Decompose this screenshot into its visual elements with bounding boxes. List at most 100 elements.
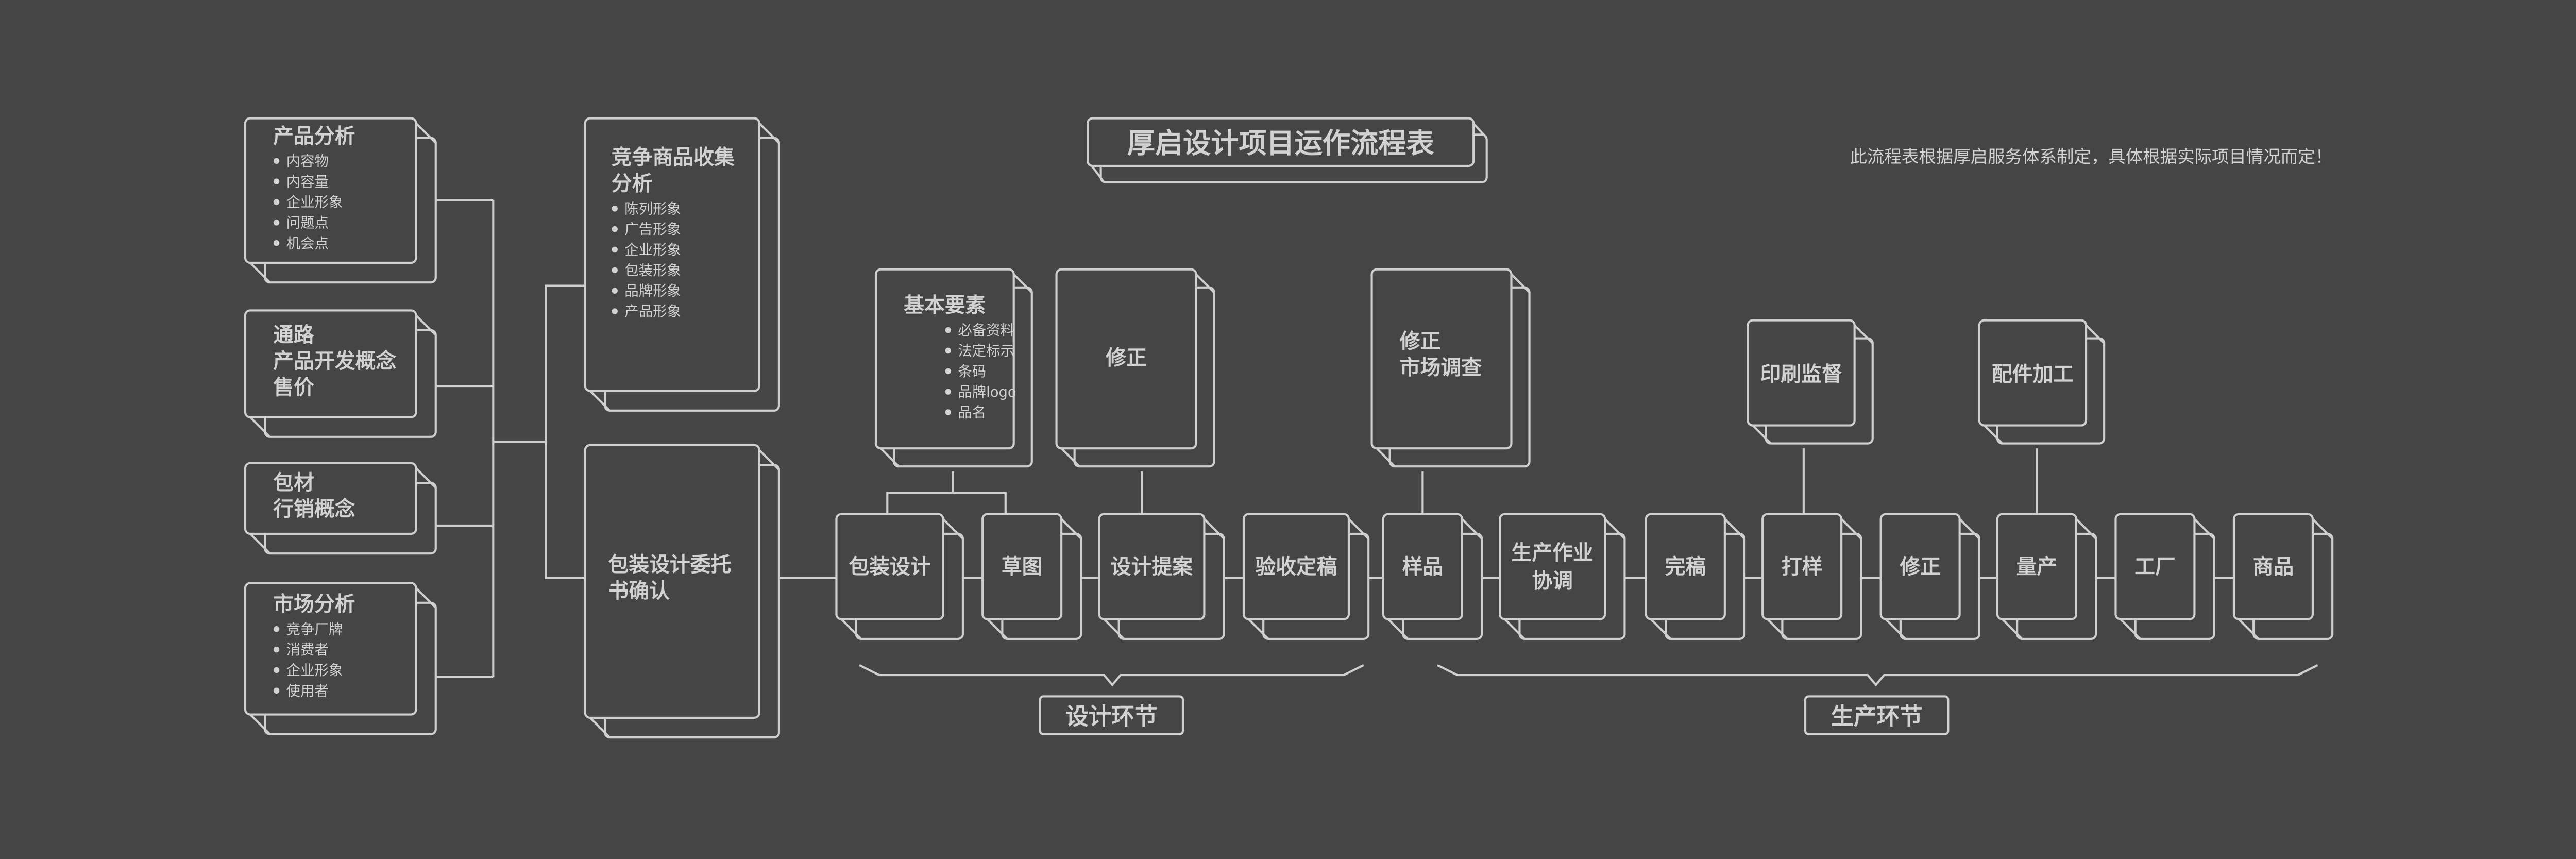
bullet-dot-icon bbox=[612, 246, 618, 253]
bullet-item: 产品形象 bbox=[624, 304, 681, 320]
box-title: 验收定稿 bbox=[1255, 555, 1337, 579]
box-front-sheet bbox=[244, 309, 417, 418]
bullet-dot-icon bbox=[945, 368, 951, 375]
chain-step-box: 修正 bbox=[1879, 513, 1980, 640]
box-front-sheet bbox=[1499, 513, 1606, 620]
bullet-item: 竞争厂牌 bbox=[286, 621, 343, 637]
box-front-sheet bbox=[244, 117, 417, 264]
bullet-dot-icon bbox=[945, 347, 951, 354]
section-label-box bbox=[1039, 695, 1184, 735]
title-text: 厚启设计项目运作流程表 bbox=[1127, 127, 1434, 159]
box-front-sheet bbox=[1382, 513, 1463, 620]
box-title: 商品 bbox=[2253, 555, 2294, 579]
box-title: 设计提案 bbox=[1111, 555, 1193, 579]
bullet-dot-icon bbox=[612, 288, 618, 294]
box-title: 基本要素 bbox=[904, 294, 986, 317]
box-title: 通路 bbox=[273, 323, 314, 347]
section-label: 设计环节 bbox=[1065, 703, 1157, 730]
chain-step-box: 完稿 bbox=[1645, 513, 1746, 640]
box-title: 产品分析 bbox=[273, 124, 355, 148]
box-title: 包材 bbox=[273, 471, 314, 495]
box-title: 分析 bbox=[612, 172, 653, 196]
bullet-item: 内容物 bbox=[286, 154, 329, 170]
box-front-sheet bbox=[1996, 513, 2078, 620]
title-front-sheet bbox=[1087, 117, 1475, 167]
note-text: 此流程表根据厚启服务体系制定，具体根据实际项目情况而定！ bbox=[1850, 147, 2332, 167]
section-label: 生产环节 bbox=[1831, 703, 1922, 730]
bullet-item: 品名 bbox=[958, 405, 986, 421]
box-title: 修正 bbox=[1106, 346, 1147, 370]
bullet-item: 企业形象 bbox=[286, 663, 343, 679]
box-title: 量产 bbox=[2016, 555, 2058, 579]
bullet-dot-icon bbox=[273, 667, 280, 673]
bullet-item: 使用者 bbox=[286, 683, 329, 699]
box-title: 产品开发概念 bbox=[273, 349, 396, 373]
bullet-dot-icon bbox=[273, 178, 280, 184]
bullet-dot-icon bbox=[945, 409, 951, 415]
bullet-dot-icon bbox=[273, 158, 280, 164]
chain-step-box: 工厂 bbox=[2114, 513, 2215, 640]
box-front-sheet bbox=[1978, 319, 2088, 427]
box-front-sheet bbox=[1098, 513, 1206, 620]
bullet-dot-icon bbox=[273, 626, 280, 632]
bullet-item: 问题点 bbox=[286, 215, 329, 231]
bullet-item: 机会点 bbox=[286, 235, 329, 251]
bullet-dot-icon bbox=[612, 226, 618, 232]
box-title: 印刷监督 bbox=[1760, 362, 1842, 386]
flow-boxes: 厚启设计项目运作流程表此流程表根据厚启服务体系制定，具体根据实际项目情况而定！ 产… bbox=[244, 117, 2334, 739]
bullet-dot-icon bbox=[273, 220, 280, 226]
box-front-sheet bbox=[1747, 319, 1856, 427]
section-label-box bbox=[1804, 695, 1950, 735]
bullet-item: 品牌logo bbox=[958, 384, 1016, 400]
box-title: 完稿 bbox=[1665, 555, 1706, 579]
bullet-item: 消费者 bbox=[286, 642, 329, 658]
chain-step-box: 量产 bbox=[1996, 513, 2097, 640]
bullet-item: 内容量 bbox=[286, 174, 329, 190]
section-brace: 生产环节 bbox=[1437, 664, 2318, 735]
bullet-item: 企业形象 bbox=[286, 195, 343, 211]
box-front-sheet bbox=[1242, 513, 1350, 620]
bullet-item: 企业形象 bbox=[624, 242, 681, 258]
box-title: 生产作业 bbox=[1512, 541, 1594, 565]
box-title: 售价 bbox=[273, 376, 314, 399]
bullet-item: 陈列形象 bbox=[624, 201, 681, 217]
chain-step-box: 打样 bbox=[1761, 513, 1862, 640]
bullet-dot-icon bbox=[273, 687, 280, 694]
bullet-dot-icon bbox=[945, 389, 951, 395]
box-revise-design: 修正 bbox=[1055, 268, 1215, 468]
box-front-sheet bbox=[244, 582, 417, 716]
bullet-dot-icon bbox=[273, 646, 280, 653]
bullet-dot-icon bbox=[945, 327, 951, 333]
connector-lines bbox=[435, 199, 2234, 678]
chain-step-box: 样品 bbox=[1382, 513, 1483, 640]
bullet-item: 广告形象 bbox=[624, 222, 681, 238]
box-title: 修正 bbox=[1900, 555, 1941, 579]
box-front-sheet bbox=[835, 513, 944, 620]
chain-step-box: 草图 bbox=[981, 513, 1082, 640]
bullet-item: 包装形象 bbox=[624, 263, 681, 279]
bullet-dot-icon bbox=[273, 240, 280, 246]
box-front-sheet bbox=[1055, 268, 1197, 450]
connector-line bbox=[545, 284, 585, 580]
box-front-sheet bbox=[1645, 513, 1726, 620]
chain-step-box: 设计提案 bbox=[1098, 513, 1225, 640]
brace-line bbox=[859, 664, 1364, 687]
box-front-sheet bbox=[981, 513, 1063, 620]
box-parts-processing: 配件加工 bbox=[1978, 319, 2106, 445]
box-title: 草图 bbox=[1002, 555, 1043, 579]
bullet-dot-icon bbox=[612, 308, 618, 314]
box-front-sheet bbox=[1761, 513, 1843, 620]
box-title: 包装设计 bbox=[849, 555, 930, 579]
page-title: 厚启设计项目运作流程表 bbox=[1087, 117, 1488, 183]
box-title: 配件加工 bbox=[1992, 362, 2074, 386]
bullet-item: 必备资料 bbox=[958, 323, 1014, 339]
